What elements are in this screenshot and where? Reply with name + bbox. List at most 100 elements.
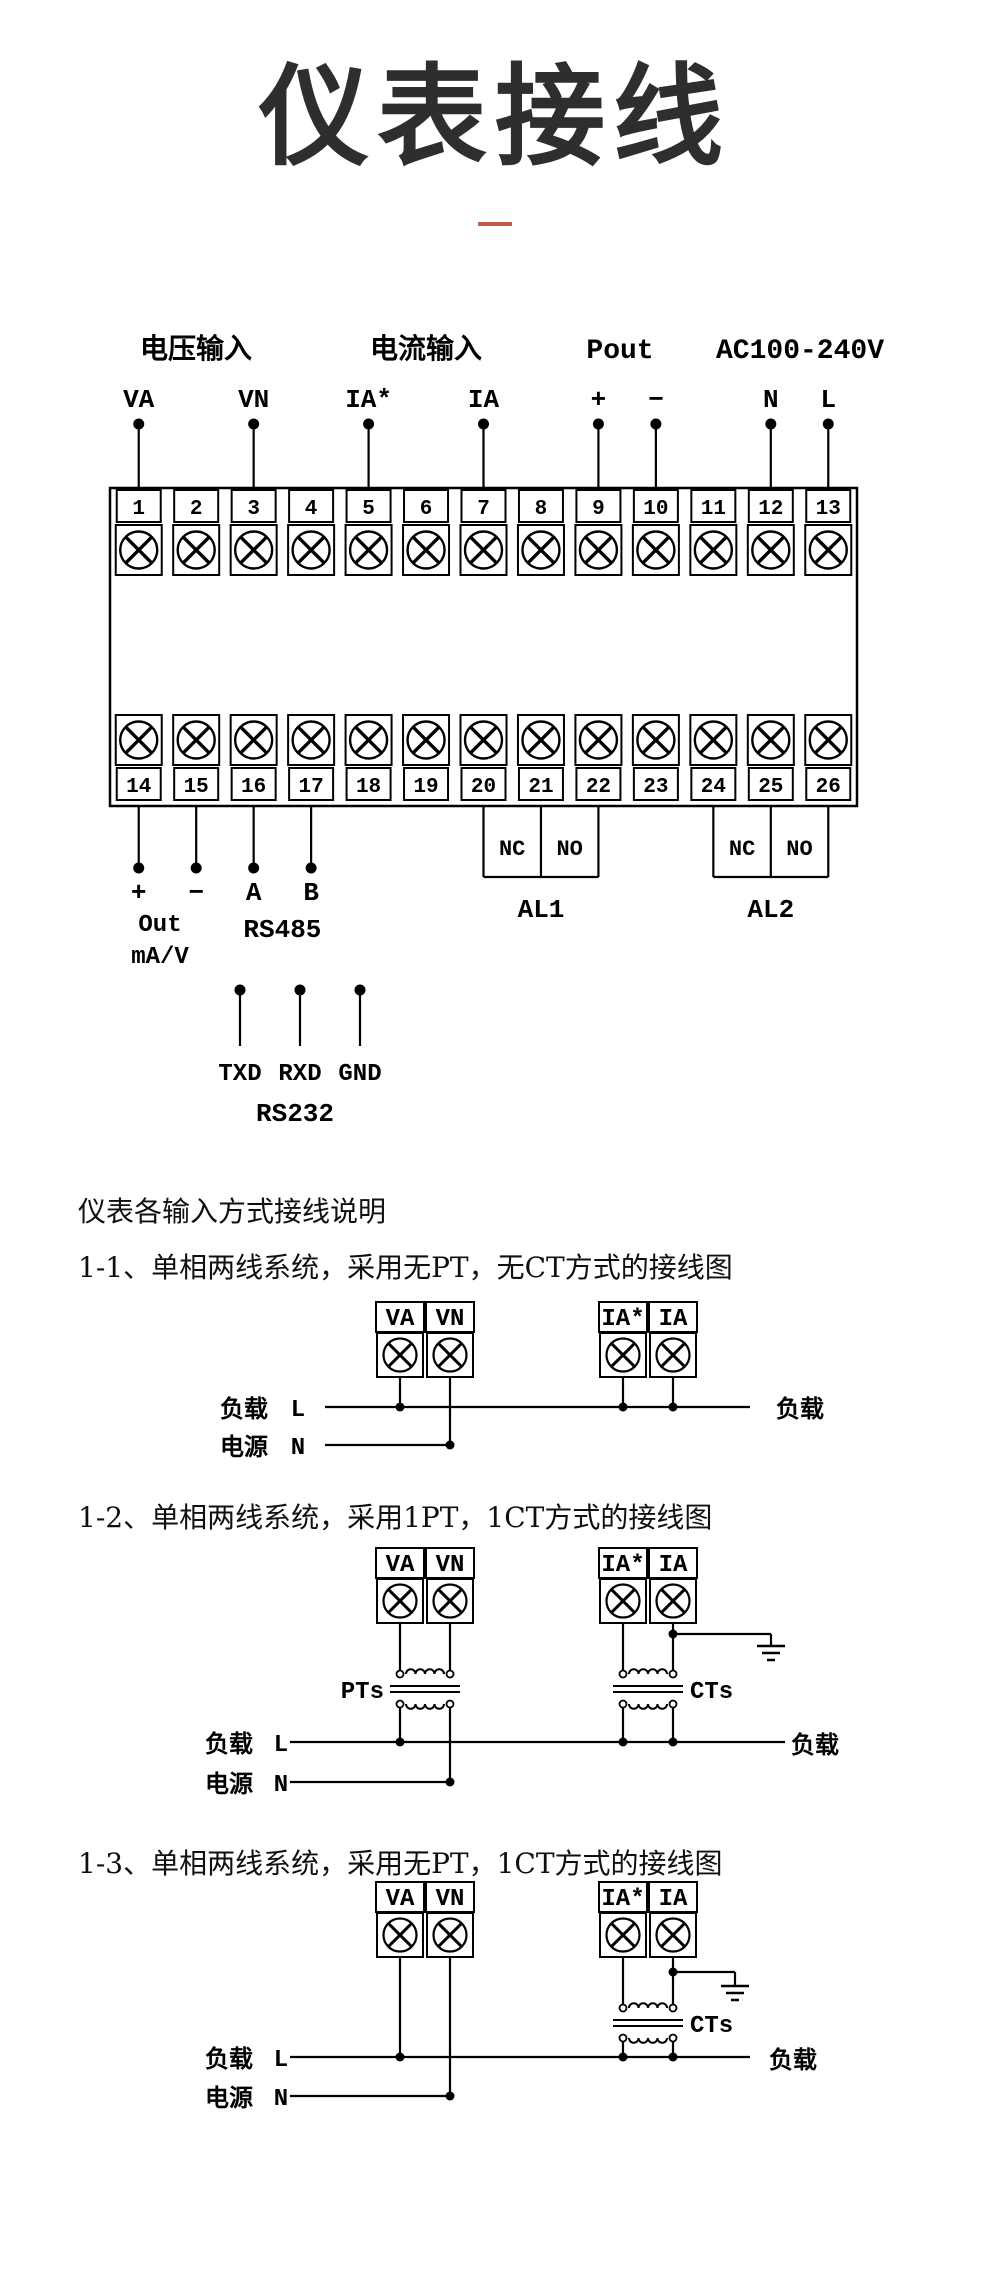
sub-terminal-label: IA — [659, 1552, 688, 1579]
terminal-19: 19 — [401, 713, 451, 801]
sub-terminal-label: VA — [386, 1552, 415, 1579]
terminal-number: 6 — [420, 498, 433, 521]
label-source: 电源 — [205, 2083, 253, 2112]
label-neutral-n: N — [274, 1772, 288, 1799]
sub-terminal-ia: IA — [648, 1881, 698, 1959]
screw-terminal-icon — [171, 713, 221, 767]
terminal-number: 3 — [247, 498, 260, 521]
label-neutral-n: N — [274, 2086, 288, 2113]
label-gnd: GND — [338, 1061, 381, 1088]
terminal-number: 10 — [643, 498, 668, 521]
pin-vn: VN — [238, 385, 269, 415]
sub-terminal-label: VN — [436, 1886, 465, 1913]
wires — [325, 1378, 750, 1450]
terminal-14: 14 — [114, 713, 164, 801]
terminal-17: 17 — [286, 713, 336, 801]
ct-transformer-icon — [613, 2002, 683, 2044]
sub-terminal-ia_star: IA* — [598, 1547, 648, 1625]
label-al2-no: NO — [786, 837, 812, 862]
sub-terminal-va: VA — [375, 1547, 425, 1625]
screw-terminal-icon — [598, 1577, 648, 1625]
label-rs232: RS232 — [256, 1099, 334, 1129]
screw-terminal-icon — [648, 1911, 698, 1959]
label-neutral-n: N — [291, 1435, 305, 1462]
screw-terminal-icon — [425, 1577, 475, 1625]
screw-terminal-icon — [375, 1331, 425, 1379]
terminal-number: 9 — [592, 498, 605, 521]
terminal-number: 13 — [816, 498, 841, 521]
terminal-16: 16 — [228, 713, 279, 801]
sub-terminal-ia_star: IA* — [598, 1301, 648, 1379]
terminal-number: 17 — [299, 776, 324, 799]
pin-ia: IA — [468, 385, 500, 415]
terminal-number: 23 — [643, 776, 668, 799]
terminal-12: 12 — [746, 489, 796, 577]
sub-terminal-label: VA — [386, 1306, 415, 1333]
screw-terminal-icon — [458, 713, 509, 767]
wires — [290, 1624, 785, 1787]
sub-terminal-vn: VN — [425, 1881, 475, 1959]
screw-terminal-icon — [573, 523, 624, 577]
pin-neutral: N — [763, 385, 779, 415]
terminal-number: 26 — [816, 776, 841, 799]
label-voltage-input: 电压输入 — [140, 332, 252, 365]
screw-terminal-icon — [114, 523, 164, 577]
terminal-10: 10 — [631, 489, 681, 577]
screw-terminal-icon — [803, 713, 853, 767]
terminal-26: 26 — [803, 713, 853, 801]
label-rxd: RXD — [278, 1061, 321, 1088]
label-cts: CTs — [690, 1679, 733, 1706]
sub-terminal-ia_star: IA* — [598, 1881, 648, 1959]
caption-1-1: 1-1、单相两线系统，采用无PT，无CT方式的接线图 — [78, 1251, 733, 1284]
terminal-21: 21 — [516, 713, 566, 801]
sub-terminal-vn: VN — [425, 1547, 475, 1625]
terminal-8: 8 — [516, 489, 566, 577]
sub-terminal-label: VN — [436, 1552, 465, 1579]
sub-terminal-label: IA* — [601, 1306, 644, 1333]
screw-terminal-icon — [286, 713, 336, 767]
screw-terminal-icon — [425, 1331, 475, 1379]
screw-terminal-icon — [631, 713, 681, 767]
pt-transformer-icon — [390, 1668, 460, 1710]
label-pts: PTs — [341, 1679, 384, 1706]
label-load-left: 负载 — [205, 1729, 253, 1758]
terminal-13: 13 — [803, 489, 853, 577]
terminal-number: 8 — [535, 498, 548, 521]
sub-terminal-label: VA — [386, 1886, 415, 1913]
pin-out-plus: + — [131, 878, 147, 908]
pin-va: VA — [123, 385, 155, 415]
section-intro: 仪表各输入方式接线说明 — [78, 1195, 387, 1228]
label-pout: Pout — [586, 336, 653, 367]
screw-terminal-icon — [375, 1577, 425, 1625]
terminal-number: 7 — [477, 498, 490, 521]
screw-terminal-icon — [516, 523, 566, 577]
terminal-3: 3 — [228, 489, 279, 577]
terminal-4: 4 — [286, 489, 336, 577]
terminal-number: 14 — [126, 776, 151, 799]
screw-terminal-icon — [688, 523, 739, 577]
terminal-2: 2 — [171, 489, 221, 577]
screw-terminal-icon — [343, 713, 394, 767]
sub-terminal-label: IA* — [601, 1552, 644, 1579]
terminals-1-3: VA VN IA*IA — [375, 1881, 698, 1959]
label-out: Out — [138, 912, 181, 939]
screw-terminal-icon — [631, 523, 681, 577]
terminal-number: 18 — [356, 776, 381, 799]
terminal-number: 1 — [132, 498, 145, 521]
sub-terminal-vn: VN — [425, 1301, 475, 1379]
caption-1-2: 1-2、单相两线系统，采用1PT，1CT方式的接线图 — [78, 1501, 713, 1534]
screw-terminal-icon — [228, 713, 279, 767]
pin-pout-plus: + — [591, 385, 607, 415]
screw-terminal-icon — [114, 713, 164, 767]
terminals: 1142153164175186197208219221023112412251… — [114, 489, 853, 801]
pin-ia-star: IA* — [345, 385, 392, 415]
main-wiring-diagram: 电压输入 电流输入 Pout AC100-240V VA VN IA* IA +… — [108, 332, 884, 1129]
terminal-number: 15 — [184, 776, 209, 799]
label-load-right: 负载 — [769, 2045, 817, 2074]
terminal-20: 20 — [458, 713, 509, 801]
terminal-number: 20 — [471, 776, 496, 799]
terminal-number: 19 — [413, 776, 438, 799]
screw-terminal-icon — [458, 523, 509, 577]
